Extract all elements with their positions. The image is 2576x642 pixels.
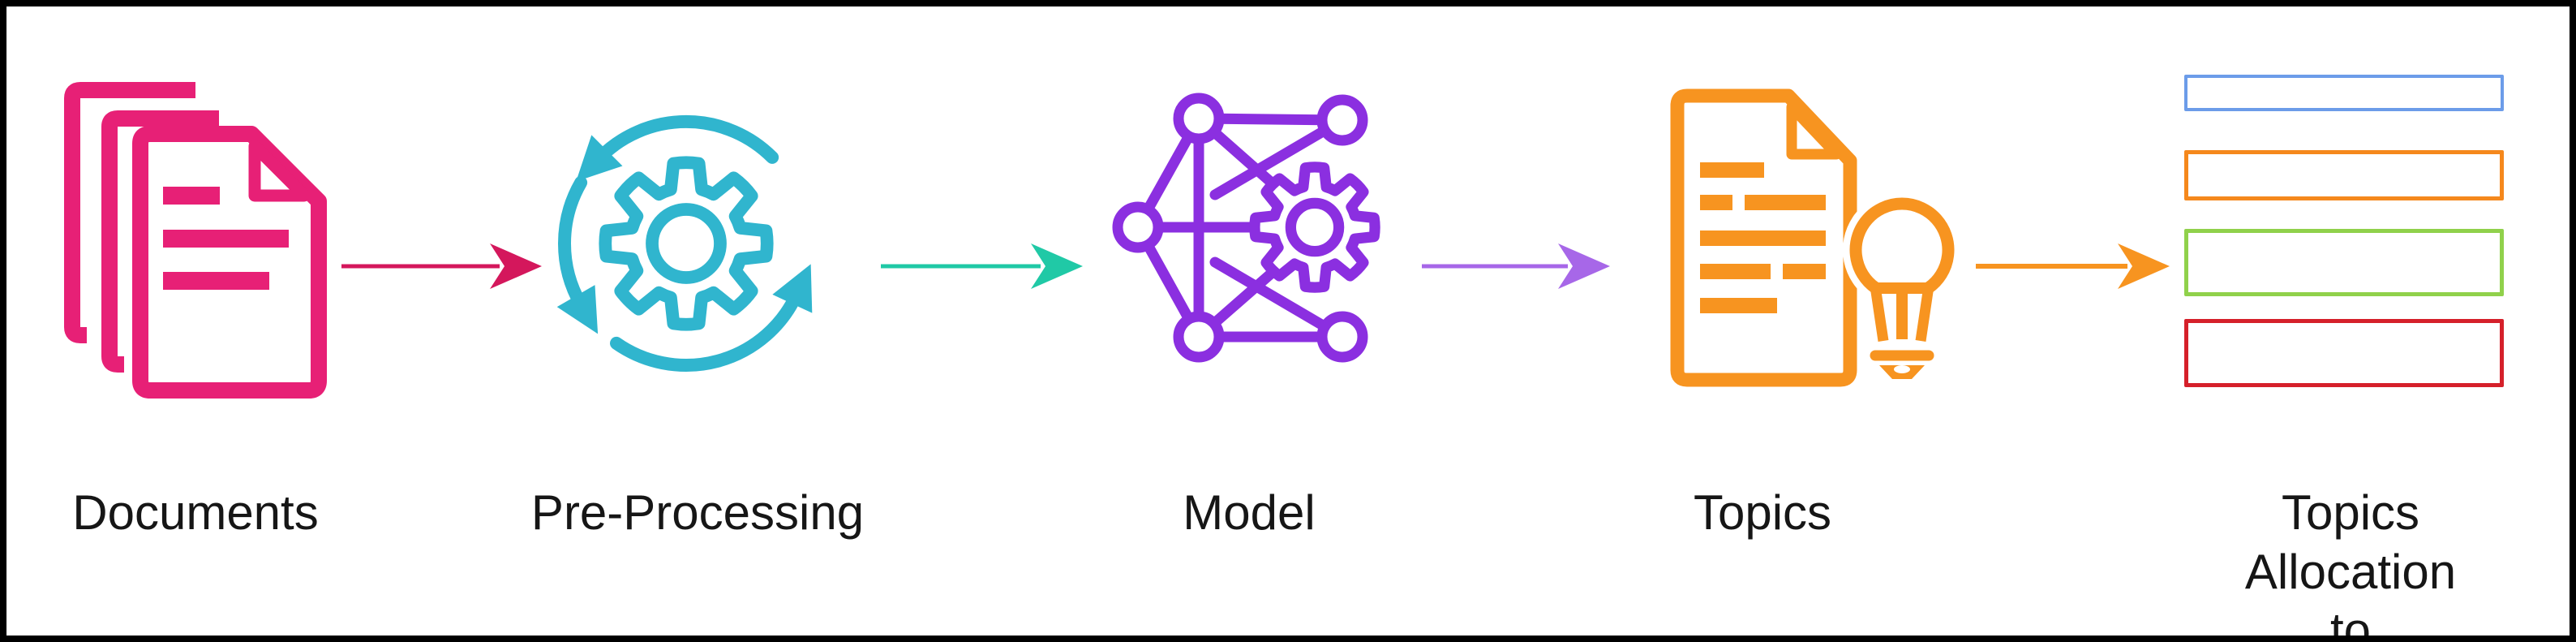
label-pre-processing: Pre-Processing [530,485,865,540]
label-documents: Documents [72,485,319,540]
arrowhead [1031,243,1083,289]
documents-stack-icon [64,82,327,399]
diagram-artwork [64,82,2170,399]
arrowhead [2118,243,2170,289]
arrow-documents-to-preprocessing [341,243,542,289]
document-lightbulb-icon [1670,88,1961,387]
allocation-bar-topic-1 [2184,75,2504,111]
back-sheet-2 [101,110,219,373]
gear-cycle-icon [556,114,813,372]
label-topics-allocation: Topics Allocation to Documents [2244,485,2457,642]
allocation-bar-topic-4 [2184,319,2504,387]
arrow-topics-to-allocation [1976,243,2170,289]
page-text-lines [163,187,289,290]
gear [599,156,774,331]
topic-text-lines [1700,162,1826,313]
front-page [132,126,327,399]
allocation-bar-topic-2 [2184,150,2504,200]
back-sheet-1 [64,82,195,343]
label-model: Model [1183,485,1316,540]
arrow-preprocessing-to-model [881,243,1083,289]
label-topics: Topics [1693,485,1832,540]
allocation-bar-topic-3 [2184,229,2504,296]
arrowhead [490,243,542,289]
network-gear-icon [1112,93,1380,363]
folded-corner [248,140,311,202]
arrowhead [1558,243,1610,289]
network-nodes [1112,93,1368,363]
topic-folded-corner [1786,101,1842,160]
model-gear [1249,162,1380,293]
lightbulb-icon [1849,197,1955,379]
arrow-model-to-topics [1422,243,1610,289]
